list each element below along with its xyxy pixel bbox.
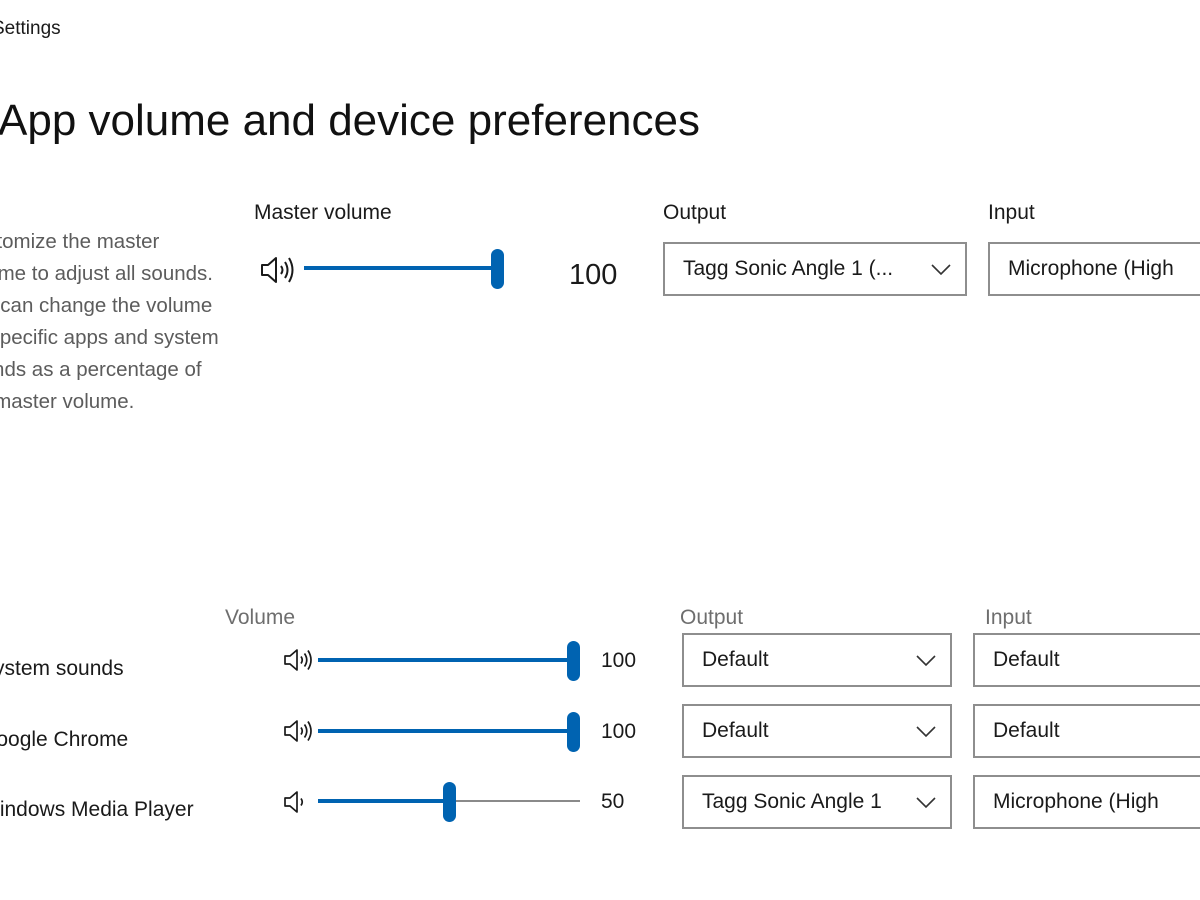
breadcrumb[interactable]: Settings bbox=[0, 18, 61, 39]
master-output-label: Output bbox=[663, 201, 727, 224]
chevron-down-icon bbox=[916, 725, 936, 738]
windows-media-player-volume-thumb[interactable] bbox=[442, 782, 456, 822]
google-chrome-speaker-icon[interactable] bbox=[282, 717, 316, 745]
master-output-select[interactable]: Tagg Sonic Angle 1 (... bbox=[663, 242, 967, 296]
system-sounds-output-value: Default bbox=[702, 648, 769, 671]
google-chrome-volume-fill bbox=[318, 729, 574, 733]
system-sounds-speaker-icon[interactable] bbox=[282, 646, 316, 674]
system-sounds-volume-value: 100 bbox=[601, 649, 637, 672]
master-input-select[interactable]: Microphone (High bbox=[988, 242, 1200, 296]
master-input-value: Microphone (High bbox=[1008, 257, 1174, 280]
apps-volume-header: Volume bbox=[225, 606, 296, 629]
windows-media-player-output-select[interactable]: Tagg Sonic Angle 1 bbox=[682, 775, 952, 829]
system-sounds-volume-thumb[interactable] bbox=[567, 641, 580, 681]
master-output-value: Tagg Sonic Angle 1 (... bbox=[683, 257, 894, 280]
app-name-windows-media-player: Windows Media Player bbox=[0, 798, 194, 821]
description-text: Customize the master volume to adjust al… bbox=[0, 230, 219, 413]
master-input-label: Input bbox=[988, 201, 1035, 224]
google-chrome-volume-value: 100 bbox=[601, 720, 637, 743]
system-sounds-volume-fill bbox=[318, 658, 574, 662]
master-volume-label: Master volume bbox=[254, 201, 392, 224]
google-chrome-input-value: Default bbox=[993, 719, 1060, 742]
windows-media-player-speaker-icon[interactable] bbox=[282, 788, 316, 816]
windows-media-player-volume-slider[interactable] bbox=[318, 782, 580, 822]
page-title: App volume and device preferences bbox=[0, 96, 700, 145]
master-speaker-icon[interactable] bbox=[258, 254, 298, 286]
windows-media-player-output-value: Tagg Sonic Angle 1 bbox=[702, 790, 882, 813]
google-chrome-output-select[interactable]: Default bbox=[682, 704, 952, 758]
master-volume-value: 100 bbox=[569, 259, 618, 291]
windows-media-player-input-value: Microphone (High bbox=[993, 790, 1159, 813]
apps-input-header: Input bbox=[985, 606, 1032, 629]
windows-media-player-volume-value: 50 bbox=[601, 790, 625, 813]
system-sounds-volume-slider[interactable] bbox=[318, 641, 580, 681]
master-volume-thumb[interactable] bbox=[491, 249, 504, 289]
system-sounds-output-select[interactable]: Default bbox=[682, 633, 952, 687]
master-volume-fill bbox=[304, 266, 498, 270]
system-sounds-input-value: Default bbox=[993, 648, 1060, 671]
chevron-down-icon bbox=[931, 263, 951, 276]
google-chrome-output-value: Default bbox=[702, 719, 769, 742]
chevron-down-icon bbox=[916, 796, 936, 809]
app-name-system-sounds: System sounds bbox=[0, 657, 124, 680]
windows-media-player-volume-fill bbox=[318, 799, 449, 803]
app-name-google-chrome: Google Chrome bbox=[0, 728, 129, 751]
system-sounds-input-select[interactable]: Default bbox=[973, 633, 1200, 687]
windows-media-player-input-select[interactable]: Microphone (High bbox=[973, 775, 1200, 829]
master-volume-slider[interactable] bbox=[304, 249, 504, 289]
apps-output-header: Output bbox=[680, 606, 744, 629]
google-chrome-input-select[interactable]: Default bbox=[973, 704, 1200, 758]
google-chrome-volume-slider[interactable] bbox=[318, 712, 580, 752]
chevron-down-icon bbox=[916, 654, 936, 667]
google-chrome-volume-thumb[interactable] bbox=[567, 712, 580, 752]
